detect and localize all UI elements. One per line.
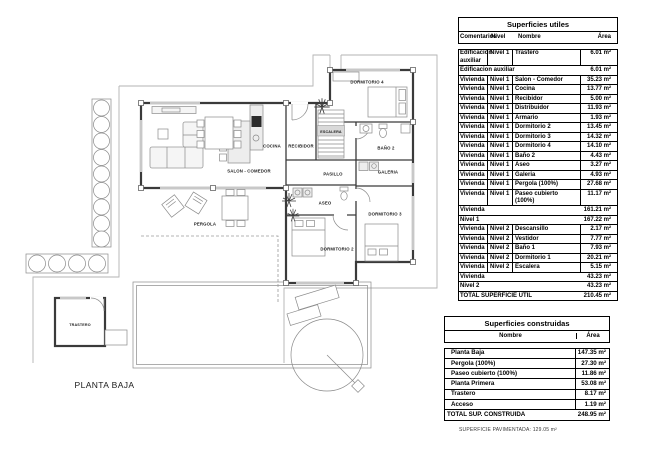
table-row: Pergola (100%)27.30 m² (445, 358, 609, 370)
room-label-dormitorio3: DORMITORIO 3 (368, 212, 402, 217)
construidas-column-headers: Nombre Área (444, 330, 610, 343)
utiles-column-headers: Comentarios Nivel Nombre Área (458, 31, 618, 44)
column-header-comentarios: Comentarios (460, 34, 497, 40)
room-label-dormitorio2: DORMITORIO 2 (320, 247, 354, 252)
floor-plan: TRASTERO ESCALERA (25, 54, 438, 393)
room-label-dormitorio4: DORMITORIO 4 (350, 80, 384, 85)
galeria-fixtures (358, 161, 379, 171)
corner-markers (138, 67, 416, 286)
column-header-nivel: Nivel (491, 34, 506, 40)
doors (291, 101, 371, 231)
room-label-pergola: PERGOLA (194, 222, 216, 227)
bedroom2-furniture (291, 217, 326, 257)
room-label-recibidor: RECIBIDOR (288, 144, 314, 149)
superficies-construidas-table: Superficies construidas Nombre Área Plan… (444, 316, 610, 421)
pool (132, 281, 372, 369)
tree (286, 284, 365, 393)
room-label-bano2: BAÑO 2 (377, 146, 395, 151)
planter-vertical (91, 98, 112, 248)
column-header-area: Área (597, 34, 611, 40)
pergola-area (141, 189, 279, 302)
trastero-building: TRASTERO (53, 296, 128, 348)
column-header-nombre: Nombre (518, 34, 541, 40)
room-label-trastero: TRASTERO (69, 323, 90, 327)
bedroom4-furniture (332, 71, 408, 118)
aseo-fixtures (292, 186, 349, 201)
plot-boundary (32, 54, 438, 363)
living-room-furniture (149, 106, 242, 169)
room-labels: SALON - COMEDOR COCINA RECIBIDOR PASILLO… (194, 80, 402, 252)
bathroom2-fixtures (359, 123, 411, 138)
room-label-salon: SALON - COMEDOR (227, 169, 271, 174)
room-label-pasillo: PASILLO (323, 172, 343, 177)
table-row: Paseo cubierto (100%)11.86 m² (445, 369, 609, 380)
plan-title: PLANTA BAJA (74, 380, 135, 390)
room-label-cocina: COCINA (263, 144, 281, 149)
superficies-utiles-table: Superficies utiles Comentarios Nivel Nom… (458, 17, 618, 302)
construidas-table-title: Superficies construidas (444, 316, 610, 331)
planter-horizontal (25, 253, 109, 274)
utiles-table-title: Superficies utiles (458, 17, 618, 32)
paved-surface-note: SUPERFICIE PAVIMENTADA: 129.05 m² (459, 427, 558, 433)
room-label-galeria: GALERIA (378, 170, 398, 175)
column-header-nombre: Nombre (445, 333, 577, 339)
room-label-aseo: ASEO (319, 201, 332, 206)
room-label-escalera: ESCALERA (320, 130, 342, 134)
column-header-area: Área (586, 333, 600, 339)
stairs: ESCALERA (317, 109, 345, 159)
bedroom3-furniture (364, 223, 399, 262)
